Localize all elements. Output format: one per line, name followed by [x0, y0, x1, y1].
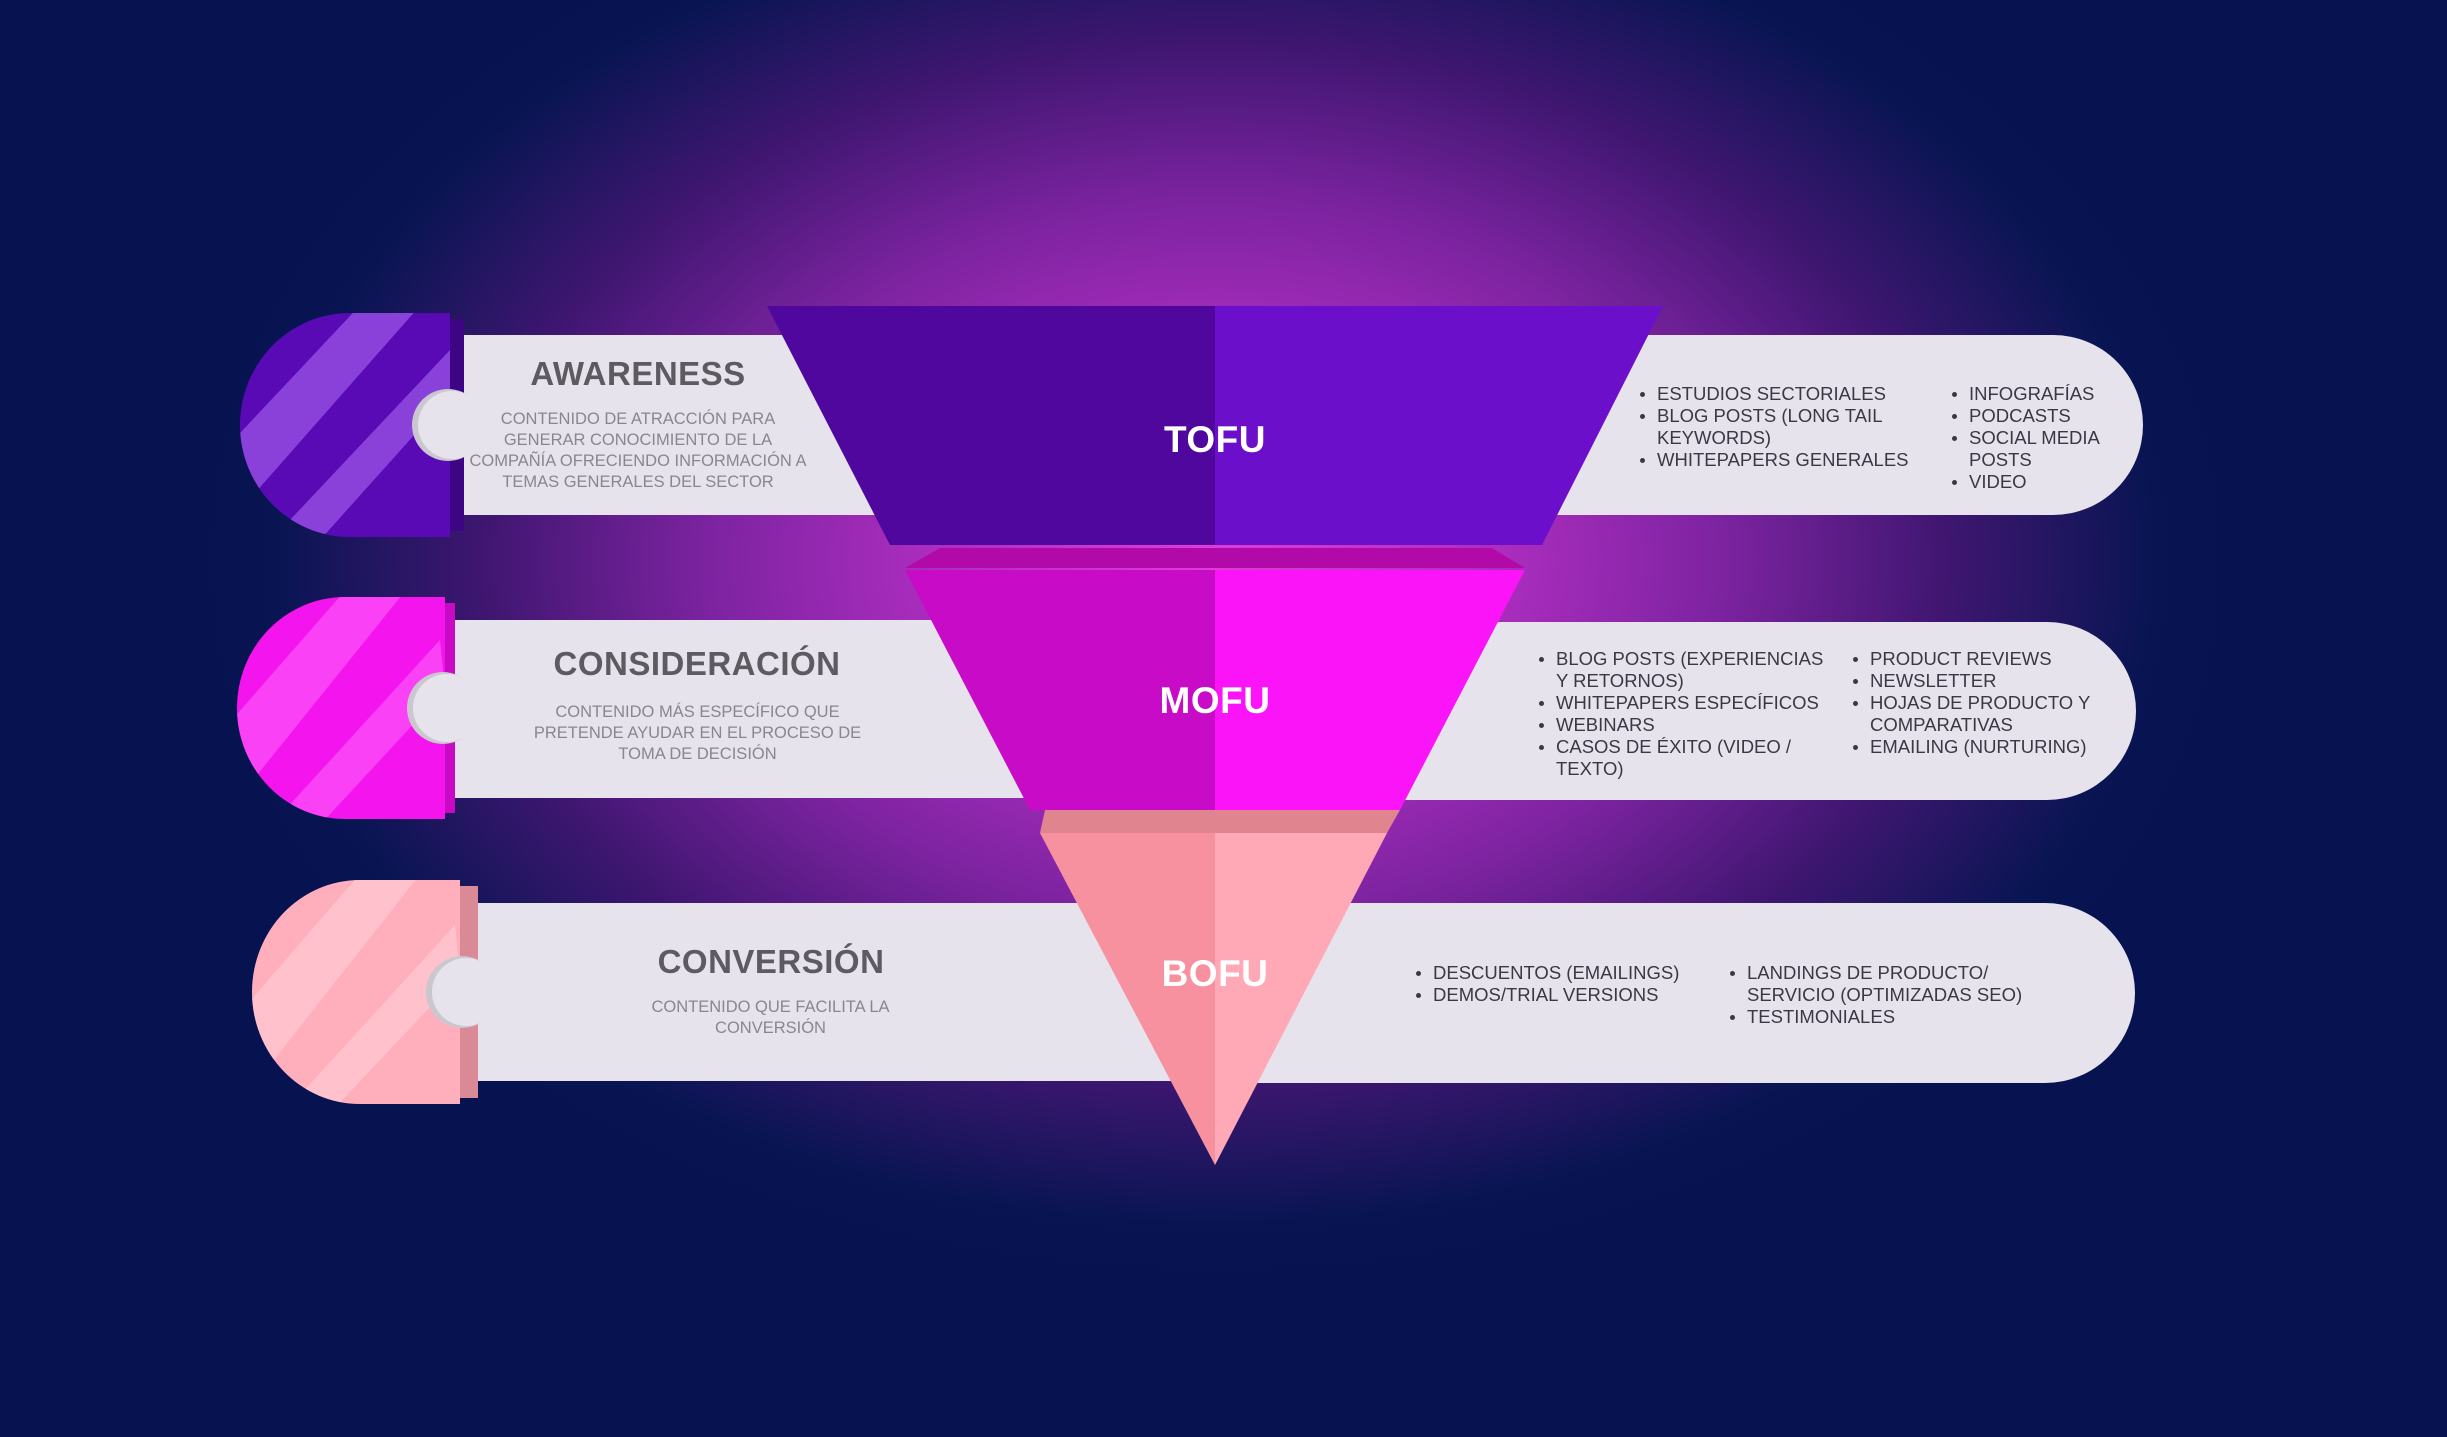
puzzle-cap-awareness — [240, 313, 450, 537]
stage-title-conversion: CONVERSIÓN — [657, 943, 885, 980]
list-item: SOCIAL MEDIA POSTS — [1950, 427, 2130, 471]
content-list-awareness-1: ESTUDIOS SECTORIALES BLOG POSTS (LONG TA… — [1638, 383, 1928, 471]
list-item: HOJAS DE PRODUCTO Y COMPARATIVAS — [1851, 692, 2111, 736]
puzzle-cap-conversion — [252, 880, 460, 1104]
list-item: LANDINGS DE PRODUCTO/ SERVICIO (OPTIMIZA… — [1728, 962, 2048, 1006]
list-item: PODCASTS — [1950, 405, 2130, 427]
stage-title-consideracion: CONSIDERACIÓN — [553, 645, 841, 682]
list-item: DEMOS/TRIAL VERSIONS — [1414, 984, 1704, 1006]
list-item: WEBINARS — [1537, 714, 1837, 736]
funnel-label-bofu: BOFU — [1161, 953, 1269, 994]
content-list-conversion-1: DESCUENTOS (EMAILINGS) DEMOS/TRIAL VERSI… — [1414, 962, 1704, 1006]
funnel-bofu — [1040, 810, 1400, 1165]
content-list-conversion-2: LANDINGS DE PRODUCTO/ SERVICIO (OPTIMIZA… — [1728, 962, 2048, 1028]
list-item: DESCUENTOS (EMAILINGS) — [1414, 962, 1704, 984]
content-list-awareness-2: INFOGRAFÍAS PODCASTS SOCIAL MEDIA POSTS … — [1950, 383, 2130, 493]
content-list-consideracion-2: PRODUCT REVIEWS NEWSLETTER HOJAS DE PROD… — [1851, 648, 2111, 758]
stage-description-consideracion: CONTENIDO MÁS ESPECÍFICO QUE PRETENDE AY… — [533, 703, 862, 763]
puzzle-cap-consideracion — [237, 597, 445, 819]
list-item: EMAILING (NURTURING) — [1851, 736, 2111, 758]
funnel-mofu — [905, 548, 1525, 810]
list-item: CASOS DE ÉXITO (VIDEO / TEXTO) — [1537, 736, 1837, 780]
band-right-consideracion — [1300, 622, 2136, 800]
list-item: INFOGRAFÍAS — [1950, 383, 2130, 405]
list-item: BLOG POSTS (EXPERIENCIAS Y RETORNOS) — [1537, 648, 1837, 692]
stage-description-awareness: CONTENIDO DE ATRACCIÓN PARA GENERAR CONO… — [469, 410, 807, 491]
puzzle-knob — [412, 389, 486, 461]
funnel-label-tofu: TOFU — [1163, 419, 1267, 460]
band-left-conversion — [455, 903, 1215, 1081]
list-item: TESTIMONIALES — [1728, 1006, 2048, 1028]
list-item: WHITEPAPERS ESPECÍFICOS — [1537, 692, 1837, 714]
puzzle-knob — [407, 672, 481, 744]
puzzle-knob — [426, 956, 500, 1028]
list-item: VIDEO — [1950, 471, 2130, 493]
stage-description-conversion: CONTENIDO QUE FACILITA LA CONVERSIÓN — [651, 998, 890, 1037]
funnel-tofu — [767, 306, 1663, 545]
list-item: WHITEPAPERS GENERALES — [1638, 449, 1928, 471]
content-list-consideracion-1: BLOG POSTS (EXPERIENCIAS Y RETORNOS) WHI… — [1537, 648, 1837, 780]
funnel-label-mofu: MOFU — [1159, 680, 1271, 721]
band-right-conversion — [1150, 903, 2135, 1083]
list-item: NEWSLETTER — [1851, 670, 2111, 692]
list-item: PRODUCT REVIEWS — [1851, 648, 2111, 670]
list-item: BLOG POSTS (LONG TAIL KEYWORDS) — [1638, 405, 1928, 449]
stage-title-awareness: AWARENESS — [530, 355, 746, 392]
list-item: ESTUDIOS SECTORIALES — [1638, 383, 1928, 405]
